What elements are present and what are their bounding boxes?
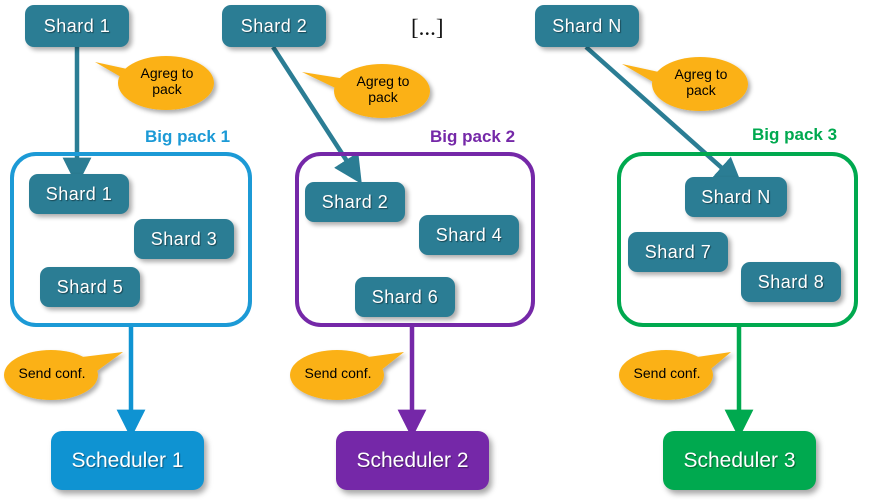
send-callout-1-text: Send conf. <box>18 365 86 381</box>
pack-3-shard-2-label: Shard 7 <box>644 241 712 262</box>
pack-1-shard-2[interactable]: Shard 3 <box>134 219 234 259</box>
send-callout-3-text: Send conf. <box>633 365 701 381</box>
pack-1-shard-3[interactable]: Shard 5 <box>40 267 140 307</box>
source-shard-1-label: Shard 1 <box>43 15 111 36</box>
scheduler-1[interactable]: Scheduler 1 <box>51 431 204 490</box>
pack-2-container[interactable] <box>295 152 535 327</box>
agreg-callout-2-text: Agreg to pack <box>356 73 410 105</box>
source-shard-n[interactable]: Shard N <box>535 5 639 47</box>
pack-2-shard-1[interactable]: Shard 2 <box>305 182 405 222</box>
scheduler-3-label: Scheduler 3 <box>683 448 796 472</box>
agreg-callout-2-shape <box>302 64 430 118</box>
ellipsis-separator: [...] <box>411 15 444 40</box>
pack-3-shard-2[interactable]: Shard 7 <box>628 232 728 272</box>
send-callout-3-shape <box>619 350 731 400</box>
pack-3-shard-1[interactable]: Shard N <box>685 177 787 217</box>
source-shard-1[interactable]: Shard 1 <box>25 5 129 47</box>
scheduler-3[interactable]: Scheduler 3 <box>663 431 816 490</box>
pack-2-shard-3-label: Shard 6 <box>371 286 439 307</box>
pack-3-label: Big pack 3 <box>752 125 838 144</box>
send-callout-2-shape <box>290 350 404 400</box>
pack-2-shard-1-label: Shard 2 <box>321 191 389 212</box>
source-shard-2-label: Shard 2 <box>240 15 308 36</box>
pack-3-container[interactable] <box>617 152 858 327</box>
source-shard-n-label: Shard N <box>552 15 622 36</box>
send-callout-1-shape <box>4 350 123 400</box>
pack-2-label: Big pack 2 <box>430 127 516 146</box>
agreg-callout-3-text: Agreg to pack <box>674 66 728 98</box>
pack-1-shard-3-label: Shard 5 <box>56 276 124 297</box>
pack-1-shard-1[interactable]: Shard 1 <box>29 174 129 214</box>
scheduler-2[interactable]: Scheduler 2 <box>336 431 489 490</box>
pack-1-shard-2-label: Shard 3 <box>150 228 218 249</box>
agreg-callout-1-shape <box>95 56 214 110</box>
scheduler-2-label: Scheduler 2 <box>356 448 469 472</box>
pack-1-label: Big pack 1 <box>145 127 231 146</box>
pack-1-shard-1-label: Shard 1 <box>45 183 113 204</box>
pack-3-shard-1-label: Shard N <box>701 186 771 207</box>
pack-2-shard-2[interactable]: Shard 4 <box>419 215 519 255</box>
pack-2-shard-2-label: Shard 4 <box>435 224 503 245</box>
pack-2-shard-3[interactable]: Shard 6 <box>355 277 455 317</box>
agreg-callout-3-shape <box>622 57 748 111</box>
pack-3-shard-3[interactable]: Shard 8 <box>741 262 841 302</box>
pack-1-container[interactable] <box>10 152 252 327</box>
send-callout-2-text: Send conf. <box>304 365 372 381</box>
agreg-callout-1-text: Agreg to pack <box>140 65 194 97</box>
pack-3-shard-3-label: Shard 8 <box>757 271 825 292</box>
source-shard-2[interactable]: Shard 2 <box>222 5 326 47</box>
scheduler-1-label: Scheduler 1 <box>71 448 184 472</box>
